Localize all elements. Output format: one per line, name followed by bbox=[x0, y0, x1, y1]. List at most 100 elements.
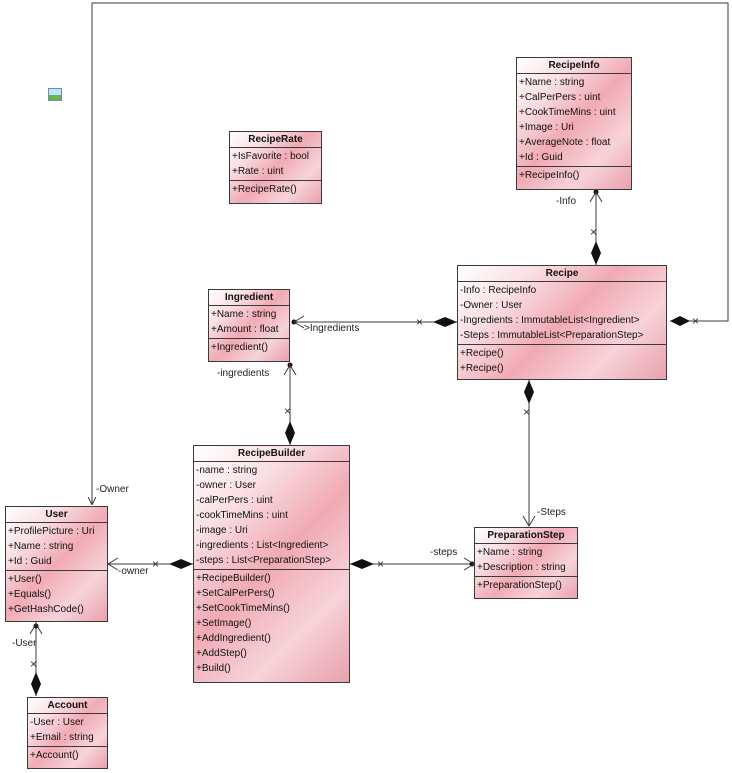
class-title: RecipeBuilder bbox=[194, 446, 349, 462]
class-preparation-step[interactable]: PreparationStep +Name : string +Descript… bbox=[474, 527, 578, 599]
attribute: -User : User bbox=[30, 717, 84, 728]
method: +PreparationStep() bbox=[477, 580, 562, 591]
attribute: +Amount : float bbox=[211, 324, 279, 335]
svg-text:×: × bbox=[523, 405, 530, 419]
methods-section: +Recipe() +Recipe() bbox=[458, 345, 666, 377]
class-ingredient[interactable]: Ingredient +Name : string +Amount : floa… bbox=[208, 289, 290, 362]
image-icon bbox=[48, 88, 62, 101]
class-recipe-info[interactable]: RecipeInfo +Name : string +CalPerPers : … bbox=[516, 57, 632, 190]
method: +Recipe() bbox=[460, 348, 504, 359]
attributes-section: +ProfilePicture : Uri +Name : string +Id… bbox=[6, 523, 107, 571]
attribute: -image : Uri bbox=[196, 525, 248, 536]
methods-section: +PreparationStep() bbox=[475, 577, 577, 594]
method: +RecipeRate() bbox=[232, 184, 297, 195]
attribute: -cookTimeMins : uint bbox=[196, 510, 288, 521]
methods-section: +Account() bbox=[28, 747, 107, 764]
relation-label-user-account: -User bbox=[12, 638, 37, 649]
method: +RecipeBuilder() bbox=[196, 573, 271, 584]
method: +GetHashCode() bbox=[8, 604, 84, 615]
svg-text:×: × bbox=[152, 557, 159, 571]
relation-label-ingredients: >Ingredients bbox=[304, 323, 360, 334]
method: +SetCookTimeMins() bbox=[196, 603, 290, 614]
method: +SetCalPerPers() bbox=[196, 588, 275, 599]
ingredients-diamond bbox=[433, 317, 457, 327]
owner-recipe-x: × bbox=[692, 314, 699, 328]
attribute: +Name : string bbox=[519, 77, 585, 88]
method: +Equals() bbox=[8, 589, 52, 600]
attribute: -Info : RecipeInfo bbox=[460, 285, 537, 296]
method: +AddStep() bbox=[196, 648, 247, 659]
attribute: +AverageNote : float bbox=[519, 137, 611, 148]
attribute: -owner : User bbox=[196, 480, 257, 491]
svg-text:×: × bbox=[590, 225, 597, 239]
attribute: +Image : Uri bbox=[519, 122, 574, 133]
info-arrow bbox=[589, 191, 603, 203]
attribute: +Id : Guid bbox=[8, 556, 52, 567]
attribute: -Steps : ImmutableList<PreparationStep> bbox=[460, 330, 644, 341]
attribute: +Email : string bbox=[30, 732, 94, 743]
attributes-section: -User : User +Email : string bbox=[28, 714, 107, 747]
attribute: +IsFavorite : bool bbox=[232, 151, 309, 162]
attribute: -calPerPers : uint bbox=[196, 495, 273, 506]
relation-label-steps-builder: -steps bbox=[430, 547, 458, 558]
attributes-section: +Name : string +Amount : float bbox=[209, 306, 289, 339]
svg-text:×: × bbox=[377, 557, 384, 571]
class-title: Account bbox=[28, 698, 107, 714]
info-diamond bbox=[591, 241, 601, 265]
attribute: -steps : List<PreparationStep> bbox=[196, 555, 332, 566]
relation-label-owner-builder: -owner bbox=[118, 566, 149, 577]
class-title: Recipe bbox=[458, 266, 666, 282]
class-recipe-builder[interactable]: RecipeBuilder -name : string -owner : Us… bbox=[193, 445, 350, 683]
class-title: User bbox=[6, 507, 107, 523]
attribute: +Id : Guid bbox=[519, 152, 563, 163]
class-title: Ingredient bbox=[209, 290, 289, 306]
attributes-section: +Name : string +CalPerPers : uint +CookT… bbox=[517, 74, 631, 167]
svg-text:×: × bbox=[30, 657, 37, 671]
attributes-section: +Name : string +Description : string bbox=[475, 544, 577, 577]
attribute: +Description : string bbox=[477, 562, 566, 573]
class-user[interactable]: User +ProfilePicture : Uri +Name : strin… bbox=[5, 506, 108, 622]
methods-section: +RecipeBuilder() +SetCalPerPers() +SetCo… bbox=[194, 570, 349, 677]
class-account[interactable]: Account -User : User +Email : string +Ac… bbox=[27, 697, 108, 769]
attribute: +ProfilePicture : Uri bbox=[8, 526, 95, 537]
svg-text:×: × bbox=[284, 404, 291, 418]
attribute: -Owner : User bbox=[460, 300, 523, 311]
attribute: -name : string bbox=[196, 465, 258, 476]
method: +Build() bbox=[196, 663, 231, 674]
relation-label-owner-recipe: -Owner bbox=[96, 484, 129, 495]
method: +Account() bbox=[30, 750, 79, 761]
attribute: +CookTimeMins : uint bbox=[519, 107, 616, 118]
attributes-section: -name : string -owner : User -calPerPers… bbox=[194, 462, 349, 570]
methods-section: +RecipeRate() bbox=[230, 181, 321, 198]
class-title: PreparationStep bbox=[475, 528, 577, 544]
attribute: +CalPerPers : uint bbox=[519, 92, 601, 103]
attribute: -ingredients : List<Ingredient> bbox=[196, 540, 329, 551]
attribute: +Rate : uint bbox=[232, 166, 284, 177]
class-recipe-rate[interactable]: RecipeRate +IsFavorite : bool +Rate : ui… bbox=[229, 131, 322, 204]
owner-recipe-edge bbox=[92, 2, 729, 504]
svg-text:×: × bbox=[416, 315, 423, 329]
relation-label-steps-recipe: -Steps bbox=[537, 507, 566, 518]
method: +Recipe() bbox=[460, 363, 504, 374]
class-recipe[interactable]: Recipe -Info : RecipeInfo -Owner : User … bbox=[457, 265, 667, 380]
methods-section: +Ingredient() bbox=[209, 339, 289, 356]
attribute: +Name : string bbox=[477, 547, 543, 558]
method: +RecipeInfo() bbox=[519, 170, 580, 181]
class-title: RecipeInfo bbox=[517, 58, 631, 74]
attribute: +Name : string bbox=[211, 309, 277, 320]
attributes-section: +IsFavorite : bool +Rate : uint bbox=[230, 148, 321, 181]
class-title: RecipeRate bbox=[230, 132, 321, 148]
relation-label-ingredients-builder: -ingredients bbox=[217, 368, 270, 379]
methods-section: +RecipeInfo() bbox=[517, 167, 631, 184]
method: +User() bbox=[8, 574, 42, 585]
method: +Ingredient() bbox=[211, 342, 268, 353]
attributes-section: -Info : RecipeInfo -Owner : User -Ingred… bbox=[458, 282, 666, 345]
method: +SetImage() bbox=[196, 618, 252, 629]
attribute: -Ingredients : ImmutableList<Ingredient> bbox=[460, 315, 640, 326]
methods-section: +User() +Equals() +GetHashCode() bbox=[6, 571, 107, 618]
relation-label-info: -Info bbox=[556, 196, 577, 207]
owner-recipe-diamond bbox=[670, 316, 690, 326]
attribute: +Name : string bbox=[8, 541, 74, 552]
